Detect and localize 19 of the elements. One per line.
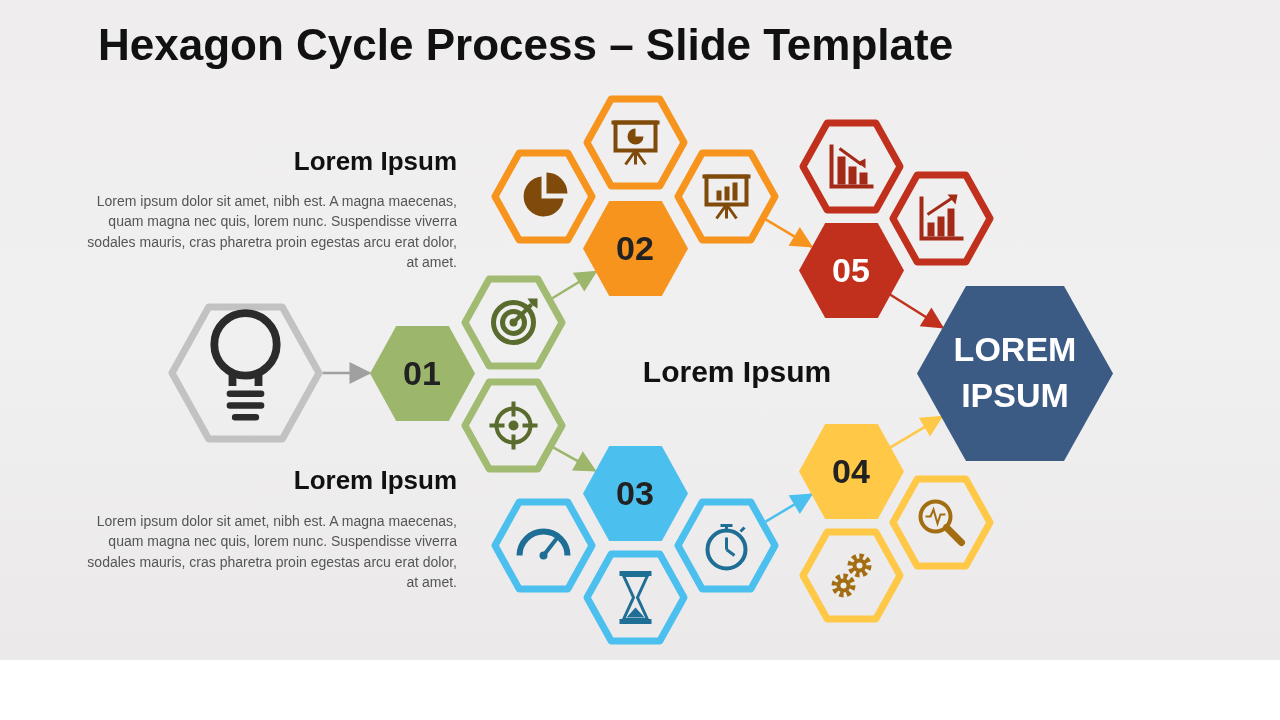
arrow (764, 493, 814, 523)
step-number: 04 (832, 451, 870, 491)
arrow (889, 415, 944, 449)
step-number: 02 (616, 228, 654, 268)
slide-title: Hexagon Cycle Process – Slide Template (98, 20, 954, 70)
arrow (322, 362, 372, 384)
arrow (889, 293, 945, 329)
center-label: LOREM IPSUM (952, 329, 1078, 416)
center-heading: Lorem Ipsum (641, 355, 833, 389)
step-number: 03 (616, 473, 654, 513)
section-heading: Lorem Ipsum (293, 146, 457, 177)
step-number: 01 (403, 353, 441, 393)
arrow (764, 218, 814, 248)
body-paragraph: Lorem ipsum dolor sit amet, nibh est. A magna maecenas, quam magna nec quis, lorem nunc. Suspendisse viverra sodales mauris, cras pharetra proin egestas arcu erat dolor, at amet. (87, 512, 457, 592)
arrow (551, 270, 598, 300)
body-paragraph: Lorem ipsum dolor sit amet, nibh est. A magna maecenas, quam magna nec quis, lorem nunc. Suspendisse viverra sodales mauris, cras pharetra proin egestas arcu erat dolor, at amet. (87, 192, 457, 272)
arrow (552, 446, 597, 472)
step-number: 05 (832, 250, 870, 290)
section-heading: Lorem Ipsum (293, 465, 457, 496)
